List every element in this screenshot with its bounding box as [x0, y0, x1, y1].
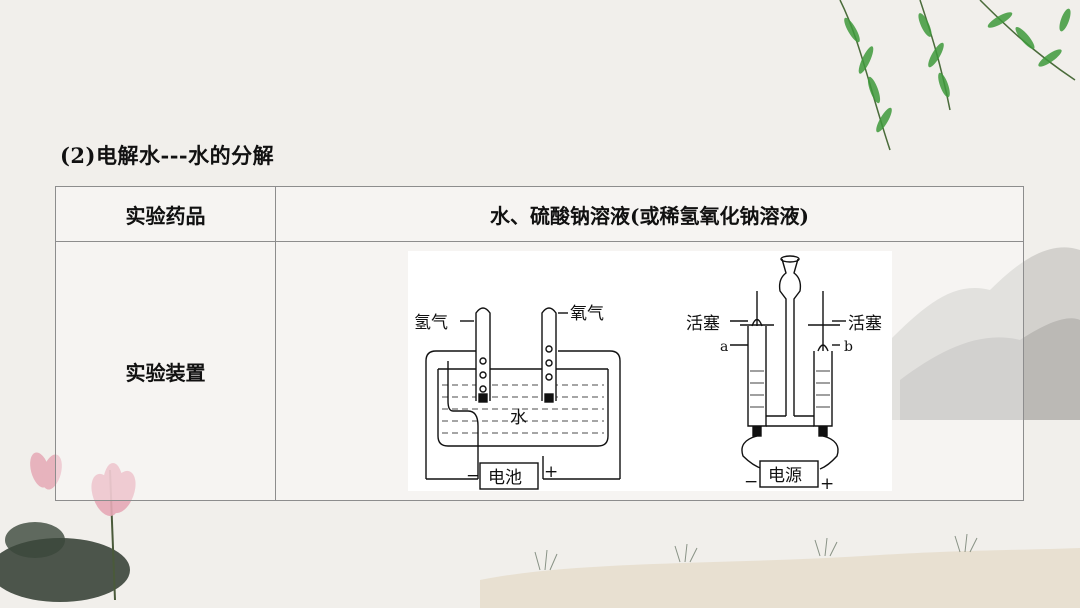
section-heading: (2)电解水---水的分解 [60, 143, 275, 168]
apparatus-figure: 氢气 氧气 水 电池 − + 活塞 活塞 a b 电源 − + [407, 251, 892, 494]
apparatus-figure-cell: 氢气 氧气 水 电池 − + 活塞 活塞 a b 电源 − + [275, 241, 1024, 501]
right-valve-label: 活塞 [848, 314, 882, 334]
tube-b-label: b [844, 339, 853, 355]
experiment-table: 实验药品 水、硫酸钠溶液(或稀氢氧化钠溶液) 实验装置 [55, 186, 1024, 501]
oxygen-label: 氧气 [570, 304, 604, 324]
power-minus-sign: − [744, 472, 758, 491]
tube-a-label: a [720, 339, 728, 355]
water-label: 水 [510, 408, 527, 428]
hydrogen-label: 氢气 [414, 313, 448, 333]
power-source-label: 电源 [768, 466, 802, 486]
apparatus-diagram: 氢气 氧气 水 电池 − + 活塞 活塞 a b 电源 − + [414, 255, 882, 494]
reagent-label-cell: 实验药品 [55, 186, 276, 242]
willow-branch-decoration [839, 0, 1076, 151]
left-valve-label: 活塞 [686, 314, 720, 334]
table-row: 实验装置 [55, 241, 1024, 501]
battery-plus-sign: + [544, 462, 558, 482]
reagent-value-cell: 水、硫酸钠溶液(或稀氢氧化钠溶液) [275, 186, 1024, 242]
power-plus-sign: + [820, 474, 834, 491]
battery-minus-sign: − [466, 466, 480, 486]
grass-ground-decoration [480, 533, 1080, 608]
table-row: 实验药品 水、硫酸钠溶液(或稀氢氧化钠溶液) [55, 186, 1024, 242]
apparatus-label-cell: 实验装置 [55, 241, 276, 501]
battery-label: 电池 [488, 468, 522, 488]
